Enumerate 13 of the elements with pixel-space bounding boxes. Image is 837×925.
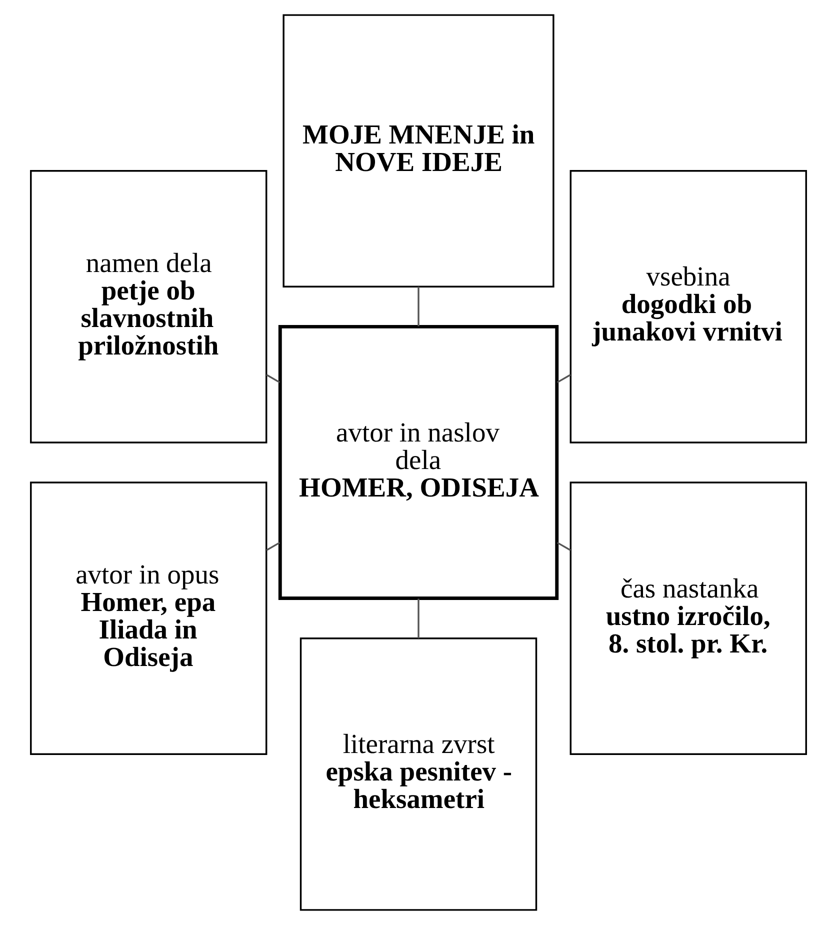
connector — [418, 598, 420, 638]
node-box: vsebina dogodki ob junakovi vrnitvi — [570, 170, 807, 444]
connector — [556, 542, 571, 552]
node-box: MOJE MNENJE in NOVE IDEJE — [282, 14, 554, 288]
connector — [418, 286, 420, 326]
connector — [556, 374, 571, 384]
node-box: namen dela petje ob slavnostnih priložnostih — [30, 170, 268, 444]
node-box: avtor in naslov dela HOMER, ODISEJA — [278, 324, 559, 600]
node-box: čas nastanka ustno izročilo, 8. stol. pr. Kr. — [570, 482, 807, 755]
connector — [266, 374, 280, 384]
node-box: avtor in opus Homer, epa Iliada in Odiseja — [30, 482, 268, 755]
node-box: literarna zvrst epska pesnitev - heksametri — [300, 637, 538, 911]
connector — [266, 542, 280, 552]
